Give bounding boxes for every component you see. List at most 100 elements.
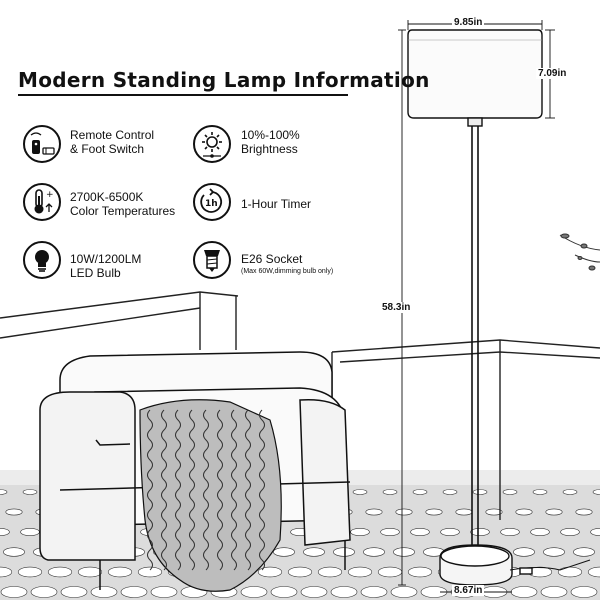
svg-text:+: +: [46, 190, 54, 200]
rug-dot: [395, 508, 413, 516]
rug-dot: [502, 489, 518, 495]
rug-dot: [137, 566, 163, 578]
rug-dot: [425, 508, 443, 516]
rug-dot: [562, 489, 578, 495]
knit-cable: [259, 409, 265, 571]
total-height-label: 58.3in: [380, 302, 413, 313]
plant-branch: [559, 233, 600, 271]
rug-dot: [382, 489, 398, 495]
shade-height-label: 7.09in: [536, 68, 569, 79]
feature-timer-text: 1-Hour Timer: [241, 197, 312, 211]
rug-dot: [150, 586, 178, 598]
knit-cable: [203, 409, 209, 571]
rug-dot: [570, 586, 598, 598]
rug-dot: [515, 508, 533, 516]
rug-dot: [30, 586, 58, 598]
brightness-sun-icon: [193, 125, 231, 163]
rug-dot: [365, 508, 383, 516]
base-width-label: 8.67in: [452, 585, 485, 596]
feature-led-bulb-text: 10W/1200LM LED Bulb: [70, 252, 142, 280]
rug-dot: [333, 547, 355, 557]
title-block: Modern Standing Lamp Information: [18, 68, 430, 108]
rug-dot: [532, 489, 548, 495]
rug-dot: [540, 586, 568, 598]
e26-socket-icon: [193, 241, 231, 279]
rug-dot: [390, 586, 418, 598]
knit-throw-blanket: [139, 399, 282, 592]
knit-cable: [245, 409, 251, 571]
knit-cable: [189, 409, 195, 571]
page-title: Modern Standing Lamp Information: [18, 68, 430, 92]
rug-dot: [545, 508, 563, 516]
rug-dot: [270, 586, 298, 598]
light-bulb-icon: [23, 241, 61, 279]
rug-dot: [360, 586, 388, 598]
rug-dot: [530, 527, 550, 536]
feature-socket-note: (Max 60W,dimming bulb only): [241, 268, 334, 275]
rug-dot: [557, 566, 583, 578]
rug-dot: [393, 547, 415, 557]
timer-icon: 1h: [193, 183, 231, 221]
rug-dot: [575, 508, 593, 516]
rug-dot: [47, 566, 73, 578]
rug-dot: [107, 566, 133, 578]
feature-socket-text: E26 Socket: [241, 252, 303, 266]
rug-dot: [592, 489, 600, 495]
rug-dot: [363, 547, 385, 557]
shade-width-label: 9.85in: [452, 17, 485, 28]
rug-dot: [120, 586, 148, 598]
rug-dot: [0, 566, 13, 578]
rug-dot: [347, 566, 373, 578]
rug-dot: [442, 489, 458, 495]
rug-dot: [22, 489, 38, 495]
knit-cable: [231, 409, 237, 571]
feature-brightness-text: 10%-100% Brightness: [241, 128, 300, 156]
knit-cable: [147, 409, 153, 571]
rug-dot: [510, 586, 538, 598]
rug-dot: [352, 489, 368, 495]
knit-cable: [175, 409, 181, 571]
feature-remote-control-text: Remote Control & Foot Switch: [70, 128, 155, 156]
rug-dot: [440, 527, 460, 536]
feature-color-temp-text: 2700K-6500K Color Temperatures: [70, 190, 176, 218]
rug-dot: [472, 489, 488, 495]
rug-dot: [3, 547, 25, 557]
rug-dot: [380, 527, 400, 536]
knit-cable: [217, 409, 223, 571]
rug-dot: [543, 547, 565, 557]
rug-dot: [17, 566, 43, 578]
rug-dot: [410, 527, 430, 536]
remote-control-icon: [23, 125, 61, 163]
knit-cable: [161, 409, 167, 571]
svg-text:1h: 1h: [205, 199, 218, 209]
rug-dot: [77, 566, 103, 578]
rug-dot: [407, 566, 433, 578]
rug-dot: [500, 527, 520, 536]
rug-dot: [470, 527, 490, 536]
rug-dot: [330, 586, 358, 598]
rug-dot: [377, 566, 403, 578]
rug-dot: [317, 566, 343, 578]
rug-dot: [287, 566, 313, 578]
rug-dot: [412, 489, 428, 495]
rug-dot: [20, 527, 40, 536]
rug-dot: [60, 586, 88, 598]
rug-dot: [455, 508, 473, 516]
rug-dot: [303, 547, 325, 557]
rug-dot: [300, 586, 328, 598]
rug-dot: [240, 586, 268, 598]
thermometer-icon: +: [23, 183, 61, 221]
rug-dot: [587, 566, 600, 578]
rug-dot: [0, 586, 28, 598]
rug-dot: [257, 566, 283, 578]
rug-dot: [273, 547, 295, 557]
rug-dot: [5, 508, 23, 516]
rug-dot: [0, 528, 10, 536]
rug-dot: [90, 586, 118, 598]
rug-dot: [560, 527, 580, 536]
rug-dot: [0, 489, 8, 495]
rug-dot: [513, 547, 535, 557]
rug-dot: [573, 547, 595, 557]
floor-lamp: [407, 29, 591, 586]
